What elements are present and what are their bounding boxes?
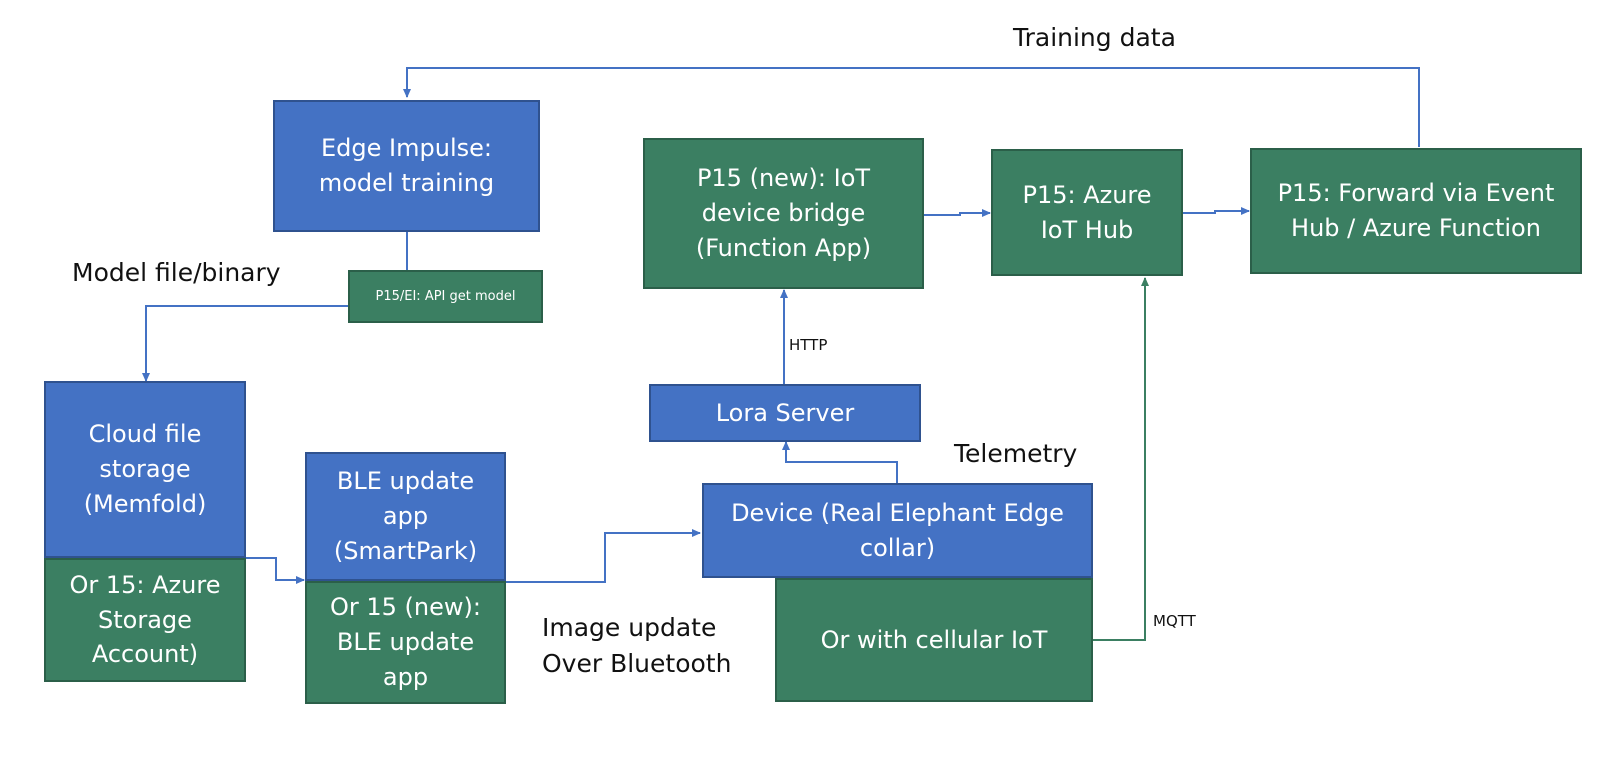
model-file-label: Model file/binary [72,258,281,287]
mqtt-label: MQTT [1153,612,1196,630]
lora-server-box: Lora Server [649,384,921,442]
training-data-label: Training data [1013,23,1176,52]
api-get-model-box: P15/EI: API get model [348,270,543,323]
ble-app-box: BLE update app (SmartPark) [305,452,506,581]
arrow-bridge-to-hub [924,209,991,217]
edge-impulse-box: Edge Impulse: model training [273,100,540,232]
arrow-mqtt [1090,277,1149,641]
http-label: HTTP [789,336,828,354]
arrow-storage-to-ble [246,557,305,584]
iot-hub-box: P15: Azure IoT Hub [991,149,1183,276]
arrow-model-file [142,305,350,382]
cloud-storage-box: Cloud file storage (Memfold) [44,381,246,558]
ble-app-new-box: Or 15 (new): BLE update app [305,581,506,704]
forward-box: P15: Forward via Event Hub / Azure Funct… [1250,148,1582,274]
telemetry-label: Telemetry [954,439,1078,468]
device-bridge-box: P15 (new): IoT device bridge (Function A… [643,138,924,289]
cellular-box: Or with cellular IoT [775,578,1093,702]
image-update-label: Image update Over Bluetooth [542,613,732,678]
arrow-hub-to-forward [1183,207,1250,215]
arrow-image-update [506,529,701,583]
arrow-telemetry [782,441,898,483]
arrow-training-data [403,67,1420,147]
azure-storage-box: Or 15: Azure Storage Account) [44,558,246,682]
device-box: Device (Real Elephant Edge collar) [702,483,1093,578]
